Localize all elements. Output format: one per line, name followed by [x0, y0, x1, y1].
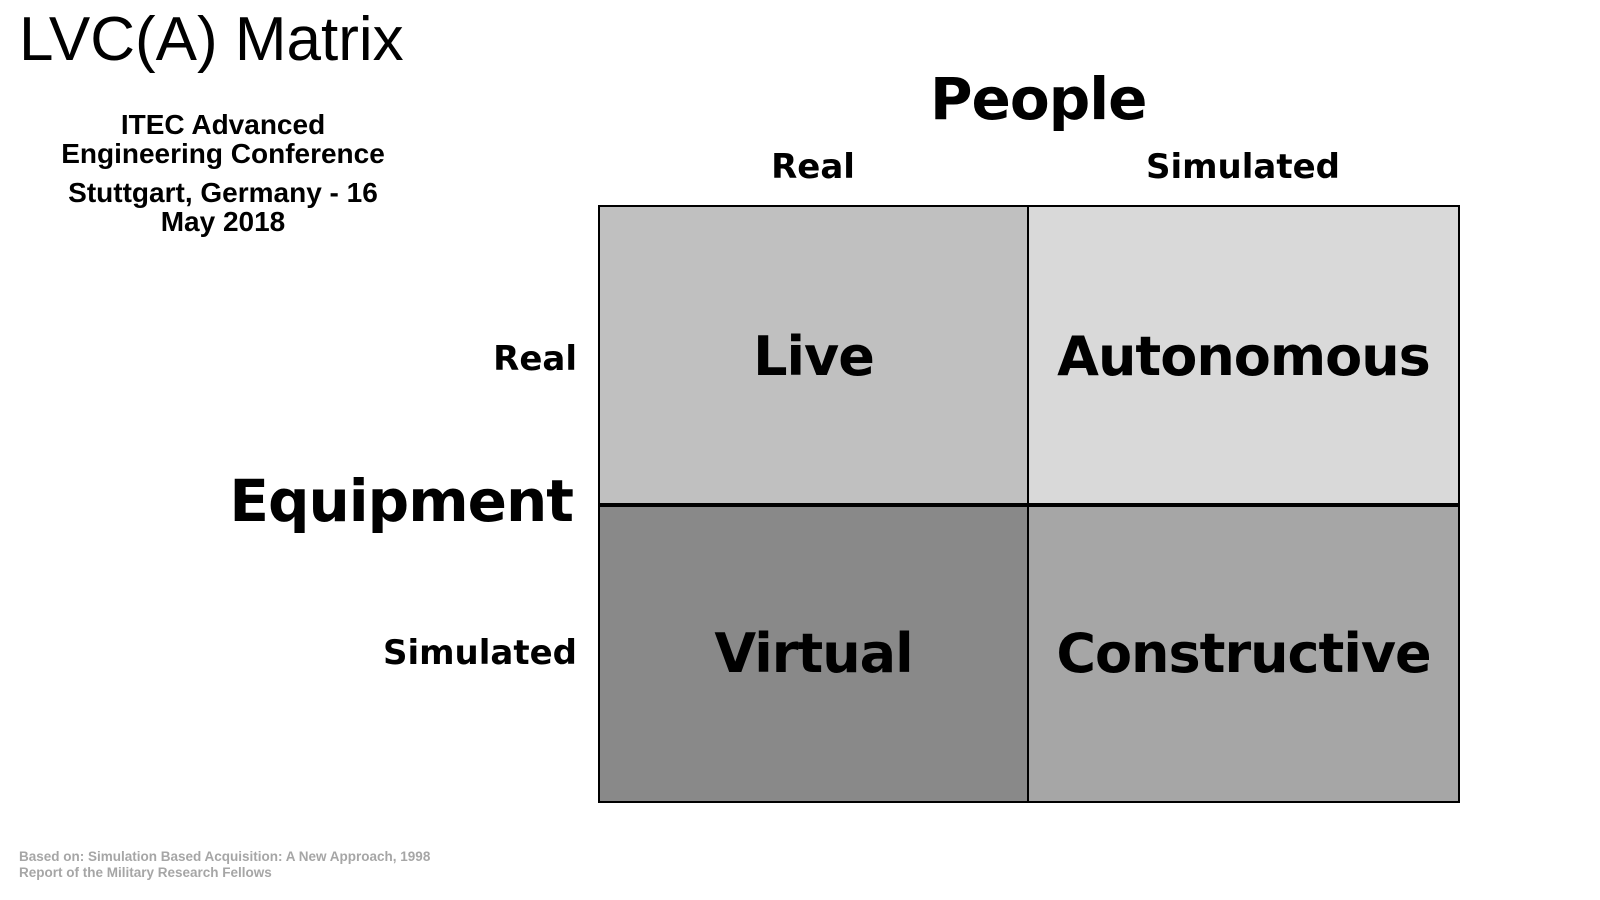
footnote-line-1: Based on: Simulation Based Acquisition: … [19, 849, 431, 864]
cell-live-label: Live [753, 324, 875, 388]
subtitle-line-4: May 2018 [160, 206, 286, 237]
cell-virtual: Virtual [600, 505, 1029, 801]
cell-autonomous-label: Autonomous [1057, 324, 1431, 388]
subtitle-line-2: Engineering Conference [61, 138, 385, 169]
slide-title: LVC(A) Matrix [19, 5, 404, 74]
column-label-simulated: Simulated [1145, 147, 1341, 187]
subtitle-line-1: ITEC Advanced [120, 109, 326, 140]
cell-constructive: Constructive [1029, 505, 1458, 801]
people-axis-title: People [930, 65, 1147, 133]
cell-autonomous: Autonomous [1029, 207, 1458, 505]
footnote-line-2: Report of the Military Research Fellows [19, 865, 272, 880]
column-label-real: Real [771, 147, 855, 187]
subtitle-line-3: Stuttgart, Germany - 16 [68, 177, 378, 208]
row-label-simulated: Simulated [382, 633, 577, 673]
cell-constructive-label: Constructive [1056, 621, 1431, 685]
cell-live: Live [600, 207, 1029, 505]
source-footnote: Based on: Simulation Based Acquisition: … [19, 849, 430, 881]
conference-subtitle: ITEC Advanced Engineering Conference Stu… [30, 110, 416, 236]
row-label-real: Real [493, 339, 577, 379]
matrix-row-divider [600, 503, 1458, 507]
equipment-axis-title: Equipment [229, 467, 574, 535]
cell-virtual-label: Virtual [714, 621, 913, 685]
lvc-matrix: Live Autonomous Virtual Constructive [598, 205, 1460, 803]
